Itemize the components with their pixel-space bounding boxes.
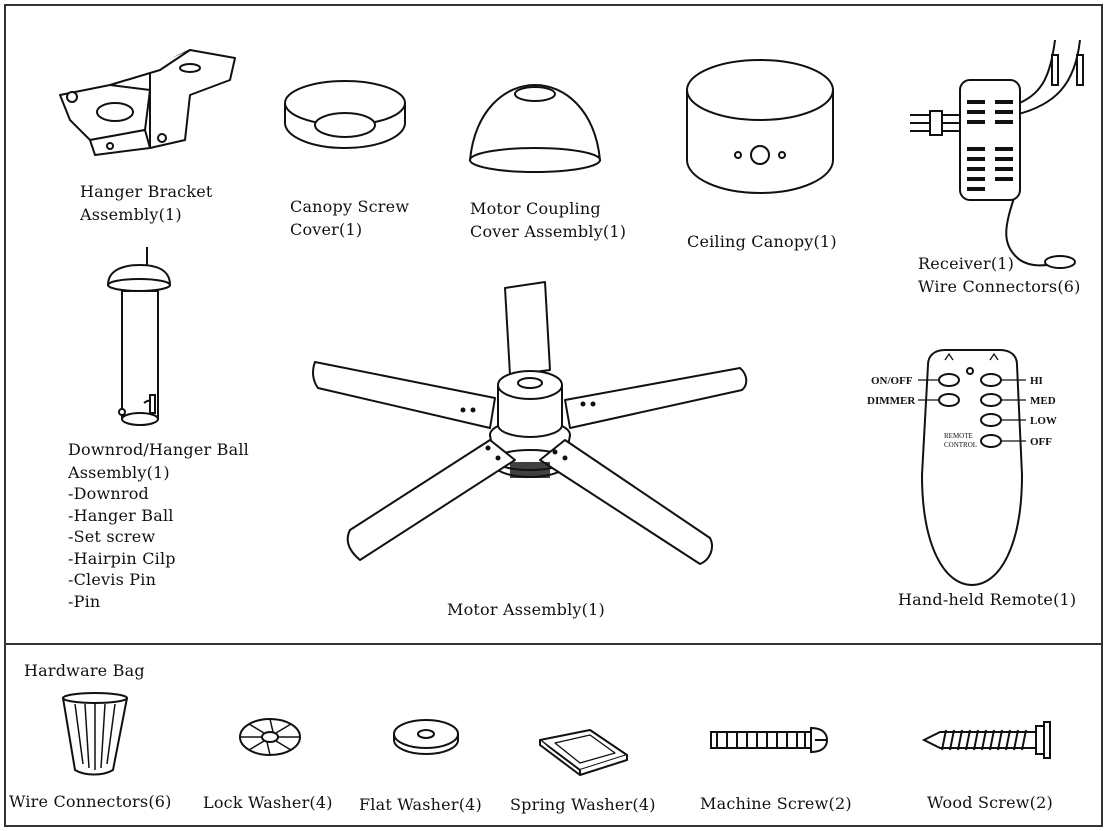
- receiver-illustration: [910, 39, 1084, 269]
- component-item: -Pin: [68, 591, 101, 611]
- ceiling-canopy-label: Ceiling Canopy(1): [687, 232, 837, 251]
- ceiling-canopy-illustration: [686, 59, 834, 194]
- component-item: -Hairpin Cilp: [68, 548, 176, 568]
- spring-washer-label: Spring Washer(4): [510, 795, 656, 814]
- component-item: -Set screw: [68, 527, 156, 547]
- remote-on-off-label: ON/OFF: [871, 375, 913, 387]
- motor-assembly-illustration: [312, 281, 748, 565]
- hardware-bag-title: Hardware Bag: [24, 661, 145, 680]
- downrod-components-list: -Downrod -Hanger Ball -Set screw -Hairpi…: [68, 483, 176, 613]
- remote-off-label: OFF: [1030, 436, 1052, 448]
- lock-washer-illustration: [239, 718, 301, 756]
- remote-label: Hand-held Remote(1): [898, 590, 1077, 609]
- receiver-label: Receiver(1) Wire Connectors(6): [918, 254, 1081, 296]
- flat-washer-illustration: [393, 719, 459, 755]
- hanger-bracket-illustration: [59, 49, 236, 156]
- remote-imprint-line1: REMOTE: [944, 432, 973, 440]
- remote-hi-label: HI: [1030, 375, 1043, 387]
- remote-dimmer-label: DIMMER: [867, 395, 916, 407]
- hardware-divider: [4, 643, 1103, 645]
- wood-screw-label: Wood Screw(2): [927, 793, 1053, 812]
- wire-connector-illustration: [61, 692, 129, 776]
- wire-connectors-label: Wire Connectors(6): [9, 792, 172, 811]
- remote-low-label: LOW: [1030, 415, 1057, 427]
- hanger-bracket-label: Hanger Bracket Assembly(1): [80, 182, 213, 224]
- motor-coupling-cover-label: Motor Coupling Cover Assembly(1): [470, 199, 627, 241]
- canopy-screw-cover-label: Canopy Screw Cover(1): [290, 197, 410, 239]
- spring-washer-illustration: [539, 729, 628, 776]
- component-item: -Clevis Pin: [68, 570, 157, 590]
- machine-screw-illustration: [710, 726, 829, 754]
- remote-imprint-line2: CONTROL: [944, 441, 977, 449]
- downrod-label: Downrod/Hanger Ball Assembly(1): [68, 440, 249, 482]
- flat-washer-label: Flat Washer(4): [359, 795, 482, 814]
- motor-coupling-cover-illustration: [468, 83, 602, 173]
- component-item: -Hanger Ball: [68, 505, 174, 525]
- lock-washer-label: Lock Washer(4): [203, 793, 333, 812]
- canopy-screw-cover-illustration: [284, 80, 406, 149]
- page-frame: [4, 4, 1103, 827]
- component-item: -Downrod: [68, 484, 149, 503]
- machine-screw-label: Machine Screw(2): [700, 794, 852, 813]
- motor-assembly-label: Motor Assembly(1): [447, 600, 605, 619]
- downrod-illustration: [106, 247, 172, 426]
- wood-screw-illustration: [921, 721, 1051, 759]
- remote-med-label: MED: [1030, 395, 1056, 407]
- remote-illustration: ON/OFF DIMMER HI MED LOW OFF REMOTE CONT…: [867, 349, 1057, 587]
